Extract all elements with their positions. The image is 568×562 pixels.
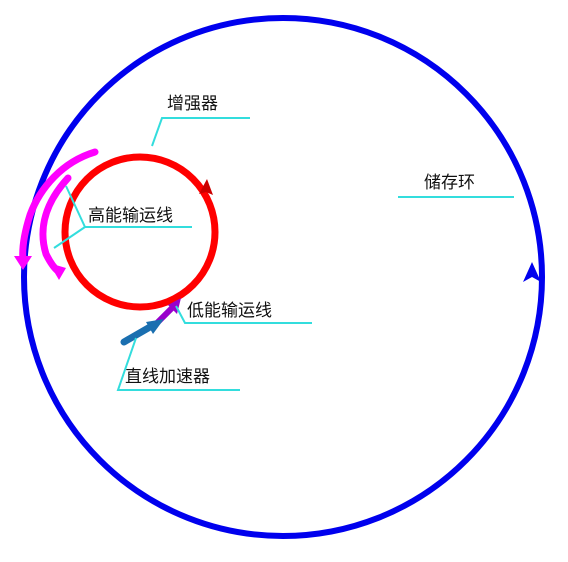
high-energy-transport-line-outer — [19, 148, 99, 264]
linac-leader-line — [116, 337, 240, 391]
high-energy-transport-label: 高能输运线 — [88, 206, 173, 226]
booster-arrow-icon — [199, 179, 213, 195]
high-energy-leader-line-bottom — [53, 226, 86, 249]
low-energy-transport-label: 低能输运线 — [187, 301, 272, 321]
booster-leader-line — [151, 117, 250, 147]
linac-label: 直线加速器 — [125, 367, 210, 387]
storage-ring — [21, 15, 545, 539]
low-energy-leader-line — [175, 305, 312, 324]
storage-ring-arrow-icon — [523, 262, 541, 282]
linac-line — [120, 323, 154, 346]
storage-ring-label: 储存环 — [424, 173, 475, 193]
high-energy-arrow-outer-icon — [14, 256, 32, 270]
booster-label: 增强器 — [167, 94, 218, 114]
linac-arrow-icon — [146, 319, 164, 334]
booster-ring — [61, 153, 219, 311]
high-energy-arrow-inner-icon — [49, 263, 66, 280]
